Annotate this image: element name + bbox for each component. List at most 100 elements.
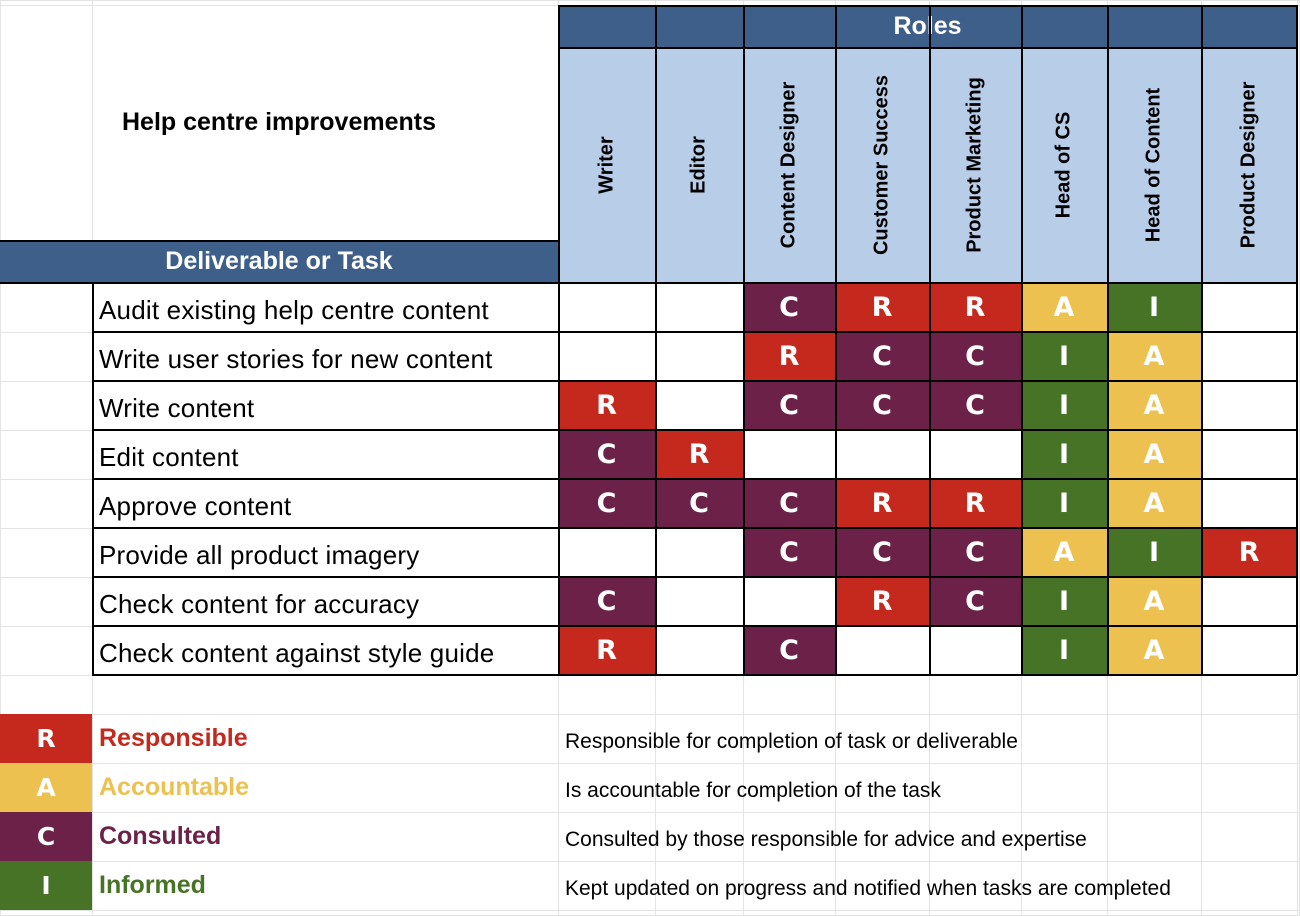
raci-cell-a: A <box>1107 479 1201 528</box>
raci-cell-a: A <box>1107 577 1201 626</box>
raci-cell-c: C <box>743 479 835 528</box>
raci-cell-a: A <box>1107 430 1201 479</box>
raci-cell-i: I <box>1021 381 1107 430</box>
cell-border <box>1296 5 1298 675</box>
raci-cell-c: C <box>835 332 929 381</box>
raci-cell-r: R <box>743 332 835 381</box>
cell-border <box>655 5 657 675</box>
raci-cell-c: C <box>743 626 835 675</box>
role-header-product-designer: Product Designer <box>1201 47 1297 283</box>
cell-border <box>92 674 1297 676</box>
raci-cell-r: R <box>835 577 929 626</box>
cell-border <box>92 478 1297 480</box>
legend-name-responsible: Responsible <box>99 724 248 752</box>
cell-border <box>0 240 558 242</box>
raci-cell-i: I <box>1021 430 1107 479</box>
cell-border <box>558 5 1297 7</box>
roles-header: Roles <box>558 5 1297 47</box>
raci-cell-c: C <box>835 528 929 577</box>
cell-border <box>929 5 931 675</box>
task-label: Approve content <box>99 490 292 521</box>
raci-cell-r: R <box>558 381 655 430</box>
cell-border <box>92 576 1297 578</box>
legend-letter-c: C <box>0 812 92 861</box>
role-header-writer: Writer <box>558 47 655 283</box>
role-header-head-of-cs: Head of CS <box>1021 47 1107 283</box>
raci-cell-c: C <box>929 577 1021 626</box>
role-label: Content Designer <box>777 81 800 249</box>
raci-cell-c: C <box>558 577 655 626</box>
gridline <box>0 812 1300 813</box>
legend-letter-r: R <box>0 714 92 763</box>
raci-cell-c: C <box>929 381 1021 430</box>
legend-name-consulted: Consulted <box>99 822 222 850</box>
raci-cell-c: C <box>743 528 835 577</box>
cell-border <box>1107 5 1109 675</box>
task-label: Check content for accuracy <box>99 588 420 619</box>
task-label: Write content <box>99 392 255 423</box>
cell-border <box>92 282 1297 284</box>
cell-border <box>92 429 1297 431</box>
raci-cell-c: C <box>835 381 929 430</box>
raci-cell-i: I <box>1107 528 1201 577</box>
legend-description: Is accountable for completion of the tas… <box>565 778 941 802</box>
raci-cell-c: C <box>558 430 655 479</box>
cell-border <box>1201 5 1203 675</box>
gridline <box>0 714 1300 715</box>
role-header-head-of-content: Head of Content <box>1107 47 1201 283</box>
role-header-product-marketing: Product Marketing <box>929 47 1021 283</box>
raci-cell-i: I <box>1021 626 1107 675</box>
role-label: Editor <box>687 136 710 194</box>
cell-border <box>558 5 560 675</box>
raci-cell-a: A <box>1107 381 1201 430</box>
task-label: Provide all product imagery <box>99 539 420 570</box>
raci-cell-i: I <box>1021 479 1107 528</box>
role-label: Head of Content <box>1142 87 1165 243</box>
cell-border <box>743 5 745 675</box>
legend-name-accountable: Accountable <box>99 773 250 801</box>
task-label: Check content against style guide <box>99 637 495 668</box>
raci-cell-a: A <box>1107 332 1201 381</box>
raci-cell-c: C <box>929 332 1021 381</box>
task-label: Write user stories for new content <box>99 343 493 374</box>
legend-description: Kept updated on progress and notified wh… <box>565 876 1171 900</box>
legend-letter-a: A <box>0 763 92 812</box>
legend-description: Consulted by those responsible for advic… <box>565 827 1087 851</box>
task-label: Edit content <box>99 441 239 472</box>
raci-cell-r: R <box>1201 528 1297 577</box>
role-label: Product Designer <box>1237 81 1260 249</box>
role-label: Customer Success <box>870 74 893 256</box>
raci-cell-i: I <box>1107 283 1201 332</box>
raci-cell-r: R <box>655 430 743 479</box>
cell-border <box>92 331 1297 333</box>
role-label: Head of CS <box>1052 111 1075 219</box>
raci-cell-a: A <box>1021 283 1107 332</box>
gridline <box>0 910 1300 911</box>
raci-cell-c: C <box>743 381 835 430</box>
cell-border <box>92 625 1297 627</box>
task-label: Audit existing help centre content <box>99 294 489 325</box>
gridline <box>0 0 1 916</box>
raci-cell-c: C <box>929 528 1021 577</box>
raci-cell-c: C <box>558 479 655 528</box>
cell-border <box>0 282 92 284</box>
raci-cell-r: R <box>929 283 1021 332</box>
raci-cell-c: C <box>655 479 743 528</box>
raci-cell-a: A <box>1107 626 1201 675</box>
role-label: Product Marketing <box>963 77 986 253</box>
gridline <box>0 763 1300 764</box>
legend-name-informed: Informed <box>99 871 206 899</box>
raci-cell-r: R <box>835 479 929 528</box>
raci-cell-r: R <box>835 283 929 332</box>
cell-border <box>558 47 1297 49</box>
cell-border <box>92 527 1297 529</box>
legend-letter-i: I <box>0 861 92 910</box>
role-label: Writer <box>595 136 617 194</box>
cell-border <box>92 380 1297 382</box>
raci-cell-r: R <box>929 479 1021 528</box>
cell-border <box>835 5 837 675</box>
page-title: Help centre improvements <box>122 108 436 136</box>
legend-description: Responsible for completion of task or de… <box>565 729 1018 753</box>
raci-cell-a: A <box>1021 528 1107 577</box>
